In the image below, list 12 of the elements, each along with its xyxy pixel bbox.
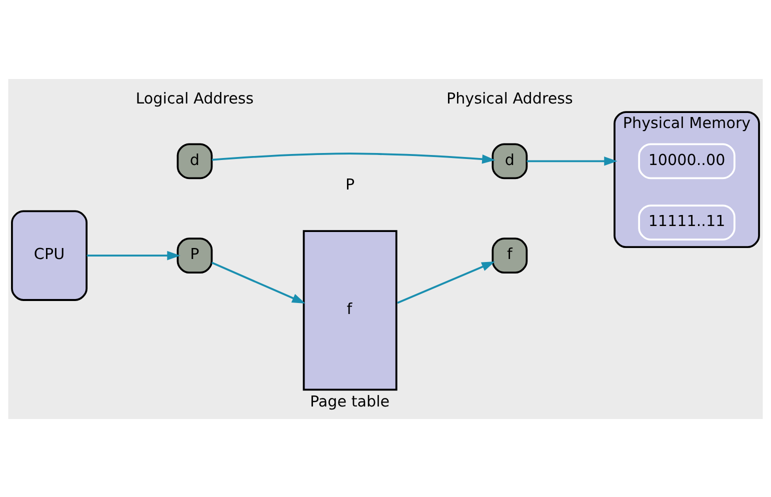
arrow [526, 156, 618, 166]
label: P [346, 174, 355, 193]
node-box: 11111..11 [638, 204, 736, 240]
arrow [397, 260, 495, 304]
arrow [211, 261, 306, 304]
label: Physical Address [446, 88, 573, 107]
label: Logical Address [136, 88, 254, 107]
node-box: 10000..00 [638, 142, 736, 179]
node-label: Page table [310, 392, 390, 410]
node-box: CPU [11, 210, 88, 300]
arrow [212, 152, 496, 164]
arrow [86, 250, 180, 260]
